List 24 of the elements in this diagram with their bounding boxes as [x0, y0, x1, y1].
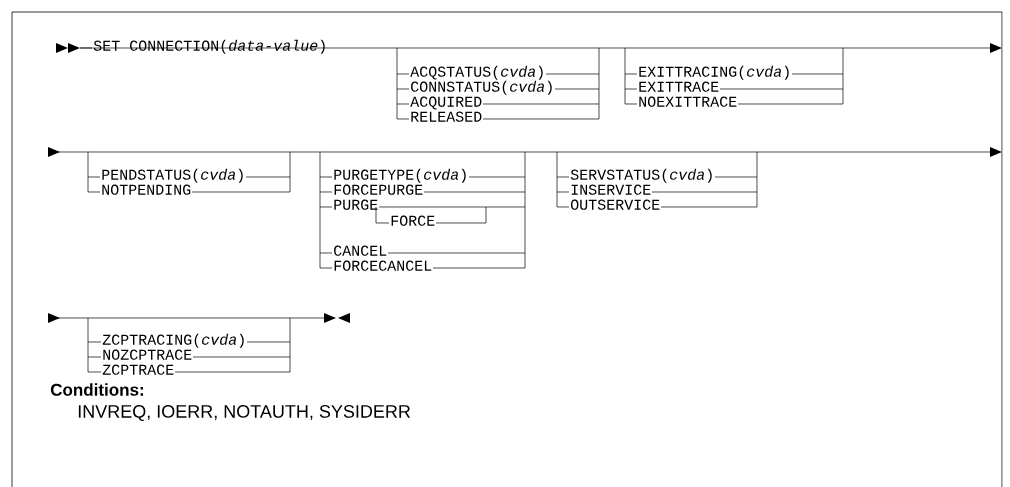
- keyword-label: SET CONNECTION(data-value): [93, 39, 325, 54]
- keyword-label: EXITTRACE: [639, 81, 719, 92]
- condition-list: INVREQ, IOERR, NOTAUTH, SYSIDERR: [78, 405, 411, 422]
- keyword-label: NOTPENDING: [102, 184, 191, 195]
- keyword-label: CANCEL: [334, 245, 387, 256]
- keyword-label: SERVSTATUS(cvda): [570, 168, 712, 183]
- keyword-label: FORCE: [391, 215, 435, 226]
- keyword-label: ZCPTRACE: [102, 364, 174, 375]
- keyword-label: CONNSTATUS(cvda): [411, 80, 552, 95]
- keyword-label: EXITTRACING(cvda): [639, 65, 789, 80]
- keyword-label: NOZCPTRACE: [103, 349, 192, 360]
- keyword-label: OUTSERVICE: [570, 199, 660, 210]
- keyword-label: PENDSTATUS(cvda): [102, 168, 243, 183]
- keyword-label: FORCEPURGE: [334, 184, 423, 195]
- keyword-label: ACQSTATUS(cvda): [410, 65, 543, 80]
- keyword-label: INSERVICE: [571, 184, 651, 195]
- keyword-label: ZCPTRACING(cvda): [102, 333, 244, 348]
- keyword-label: FORCECANCEL: [334, 260, 432, 271]
- keyword-label: ACQUIRED: [410, 96, 482, 110]
- keyword-label: PURGETYPE(cvda): [334, 168, 466, 183]
- keyword-label: PURGE: [334, 199, 378, 210]
- keyword-label: NOEXITTRACE: [639, 96, 737, 107]
- keyword-label: RELEASED: [411, 111, 482, 122]
- section-heading: Conditions:: [50, 383, 143, 396]
